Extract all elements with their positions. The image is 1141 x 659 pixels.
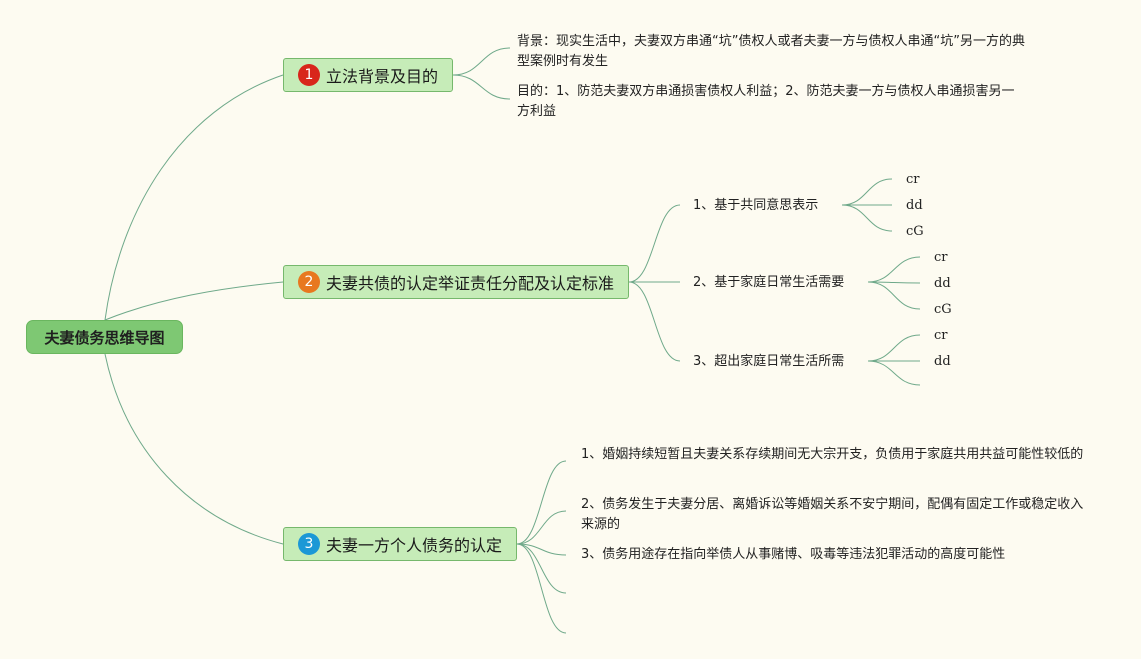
leaf-small[interactable]: cr [934, 327, 948, 345]
leaf-small-text: dd [906, 198, 923, 213]
branch-connector [516, 510, 567, 545]
leaf-connector [841, 178, 893, 206]
leaf-personal-1[interactable]: 1、婚姻持续短暂且夫妻关系存续期间无大宗开支，负债用于家庭共用共益可能性较低的 [581, 445, 1086, 465]
subtopic-common-intent[interactable]: 1、基于共同意思表示 [693, 196, 818, 216]
leaf-text: 3、债务用途存在指向举债人从事赌博、吸毒等违法犯罪活动的高度可能性 [581, 547, 1006, 562]
branch-connector [452, 74, 511, 100]
branch-connector [516, 543, 567, 634]
root-connector [104, 281, 284, 321]
topic-label: 夫妻共债的认定举证责任分配及认定标准 [326, 274, 615, 293]
badge-number: 2 [304, 274, 314, 290]
subtopic-label: 2、基于家庭日常生活需要 [693, 275, 845, 290]
badge-number: 1 [304, 67, 314, 83]
number-badge-icon: 2 [298, 271, 320, 293]
leaf-small[interactable]: dd [906, 197, 923, 215]
leaf-small-text: cG [934, 302, 952, 317]
leaf-purpose[interactable]: 目的：1、防范夫妻双方串通损害债权人利益；2、防范夫妻一方与债权人串通损害另一方… [517, 82, 1017, 122]
topic-label: 立法背景及目的 [326, 67, 439, 86]
branch-connector [516, 460, 567, 545]
leaf-small[interactable]: cr [934, 249, 948, 267]
leaf-small[interactable]: dd [934, 275, 951, 293]
leaf-personal-3[interactable]: 3、债务用途存在指向举债人从事赌博、吸毒等违法犯罪活动的高度可能性 [581, 545, 1086, 565]
leaf-small[interactable]: cG [906, 223, 924, 241]
leaf-connector [867, 256, 921, 283]
leaf-text: 目的：1、防范夫妻双方串通损害债权人利益；2、防范夫妻一方与债权人串通损害另一方… [517, 84, 1015, 119]
leaf-connector [867, 334, 921, 362]
root-connector [104, 353, 284, 545]
branch-connector [452, 47, 511, 76]
topic-node-joint-debt[interactable]: 2 夫妻共债的认定举证责任分配及认定标准 [283, 265, 629, 299]
badge-number: 3 [304, 536, 314, 552]
leaf-small[interactable]: cG [934, 301, 952, 319]
branch-connector [628, 281, 681, 362]
subtopic-label: 1、基于共同意思表示 [693, 198, 819, 213]
leaf-connector [867, 360, 921, 386]
subtopic-daily-needs[interactable]: 2、基于家庭日常生活需要 [693, 273, 844, 293]
leaf-text: 背景：现实生活中，夫妻双方串通“坑”债权人或者夫妻一方与债权人串通“坑”另一方的… [517, 34, 1025, 69]
leaf-background[interactable]: 背景：现实生活中，夫妻双方串通“坑”债权人或者夫妻一方与债权人串通“坑”另一方的… [517, 32, 1027, 72]
leaf-text: 1、婚姻持续短暂且夫妻关系存续期间无大宗开支，负债用于家庭共用共益可能性较低的 [581, 447, 1084, 462]
subtopic-beyond-daily[interactable]: 3、超出家庭日常生活所需 [693, 352, 844, 372]
topic-node-personal-debt[interactable]: 3 夫妻一方个人债务的认定 [283, 527, 517, 561]
root-label: 夫妻债务思维导图 [44, 328, 165, 347]
number-badge-icon: 1 [298, 64, 320, 86]
subtopic-label: 3、超出家庭日常生活所需 [693, 354, 845, 369]
leaf-connector [867, 281, 921, 310]
number-badge-icon: 3 [298, 533, 320, 555]
leaf-small-text: dd [934, 354, 951, 369]
leaf-small-text: cr [934, 328, 948, 343]
leaf-small[interactable]: cr [906, 171, 920, 189]
leaf-small-text: dd [934, 276, 951, 291]
leaf-text: 2、债务发生于夫妻分居、离婚诉讼等婚姻关系不安宁期间，配偶有固定工作或稳定收入来… [581, 497, 1084, 532]
leaf-small-text: cr [906, 172, 920, 187]
root-connector [104, 74, 284, 321]
branch-connector [516, 543, 567, 556]
topic-label: 夫妻一方个人债务的认定 [326, 536, 503, 555]
topic-node-background[interactable]: 1 立法背景及目的 [283, 58, 453, 92]
branch-connector [628, 204, 681, 283]
root-node[interactable]: 夫妻债务思维导图 [26, 320, 183, 354]
leaf-small-text: cr [934, 250, 948, 265]
leaf-connector [841, 204, 893, 232]
leaf-personal-2[interactable]: 2、债务发生于夫妻分居、离婚诉讼等婚姻关系不安宁期间，配偶有固定工作或稳定收入来… [581, 495, 1086, 535]
leaf-small-text: cG [906, 224, 924, 239]
branch-connector [516, 543, 567, 594]
leaf-small[interactable]: dd [934, 353, 951, 371]
